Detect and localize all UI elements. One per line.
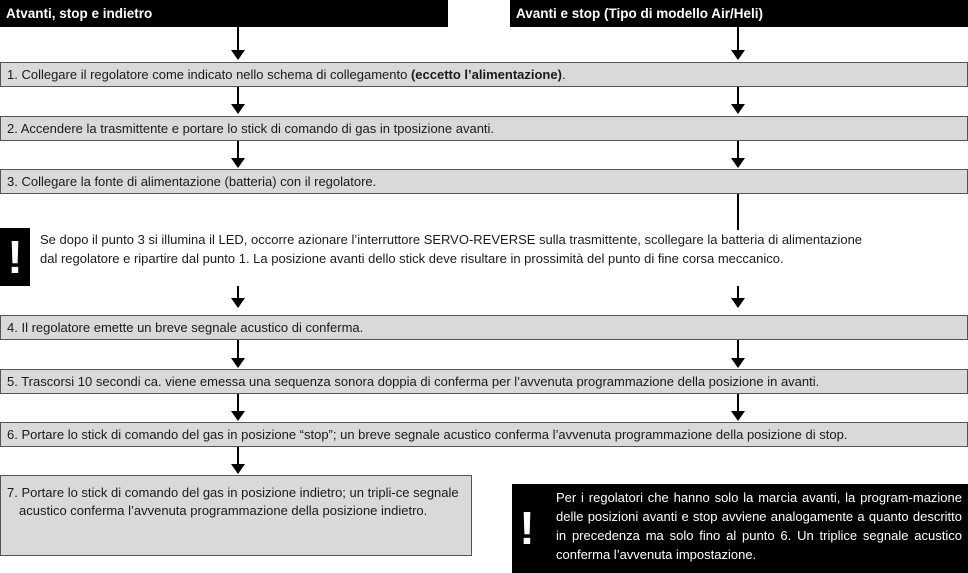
warning-icon: ! xyxy=(0,228,30,286)
step-2: 2. Accendere la trasmittente e portare l… xyxy=(0,116,968,141)
warning-line-1: Se dopo il punto 3 si illumina il LED, o… xyxy=(40,232,863,247)
flow-line xyxy=(737,194,739,230)
header-right: Avanti e stop (Tipo di modello Air/Heli) xyxy=(510,0,968,27)
warning-line-2: dal regolatore e ripartire dal punto 1. … xyxy=(40,251,784,266)
warning-text: Se dopo il punto 3 si illumina il LED, o… xyxy=(40,230,968,268)
note-icon: ! xyxy=(512,484,542,573)
step-1: 1. Collegare il regolatore come indicato… xyxy=(0,62,968,87)
note-text: Per i regolatori che hanno solo la marci… xyxy=(542,484,968,573)
header-left: Atvanti, stop e indietro xyxy=(0,0,448,27)
step-1-bold: (eccetto l’alimentazione) xyxy=(410,67,562,82)
step-1-text: 1. Collegare il regolatore come indicato… xyxy=(7,67,411,82)
step-5: 5. Trascorsi 10 secondi ca. viene emessa… xyxy=(0,369,968,394)
step-6: 6. Portare lo stick di comando del gas i… xyxy=(0,422,968,447)
step-3: 3. Collegare la fonte di alimentazione (… xyxy=(0,169,968,194)
step-1-end: . xyxy=(561,67,566,82)
step-4: 4. Il regolatore emette un breve segnale… xyxy=(0,315,968,340)
step-7: 7. Portare lo stick di comando del gas i… xyxy=(0,475,472,556)
